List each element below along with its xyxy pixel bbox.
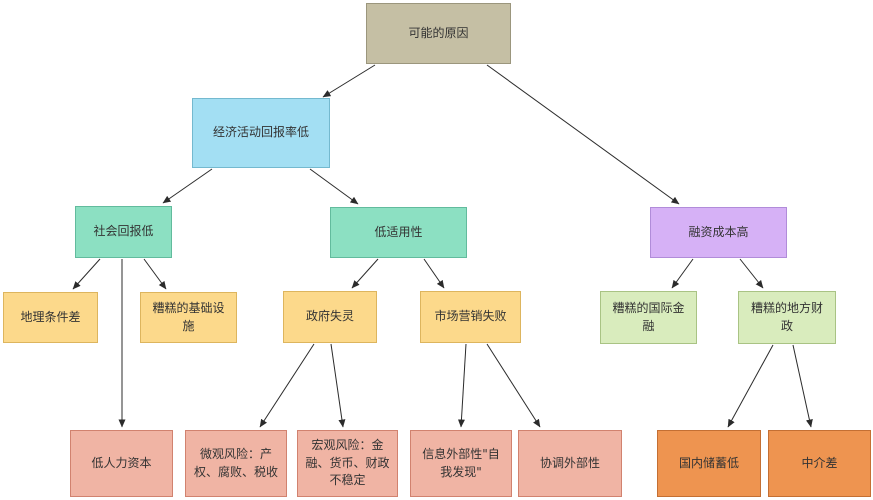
node-infra: 糟糕的基础设施 [140, 292, 237, 343]
edge-localfin-savings [727, 344, 774, 428]
edge-finance-intfin [671, 258, 694, 289]
node-localfin: 糟糕的地方财政 [738, 291, 836, 344]
node-gov: 政府失灵 [283, 291, 377, 343]
node-geo: 地理条件差 [3, 292, 98, 343]
edge-social-geo [72, 258, 101, 290]
edge-social-infra [143, 258, 167, 290]
node-microrisk: 微观风险：产权、腐败、税收 [185, 430, 287, 497]
node-coordext: 协调外部性 [518, 430, 622, 497]
edge-lowapp-gov [351, 258, 379, 289]
node-humancap: 低人力资本 [70, 430, 173, 497]
edge-finance-localfin [739, 258, 764, 289]
node-lowapp: 低适用性 [330, 207, 467, 258]
node-intermediary: 中介差 [768, 430, 871, 497]
edge-lowapp-marketing [423, 258, 445, 289]
edge-marketing-coordext [486, 343, 541, 428]
edge-econ-social [162, 168, 213, 204]
node-finance: 融资成本高 [650, 207, 787, 258]
node-intfin: 糟糕的国际金融 [600, 291, 697, 344]
edge-root-econ [322, 64, 376, 98]
node-savings: 国内储蓄低 [657, 430, 761, 497]
edge-gov-macrorisk [330, 343, 346, 428]
edge-gov-microrisk [259, 343, 315, 428]
node-social: 社会回报低 [75, 206, 172, 258]
edge-localfin-intermediary [792, 344, 813, 428]
edge-econ-lowapp [309, 168, 359, 205]
node-root: 可能的原因 [366, 3, 511, 64]
node-marketing: 市场营销失败 [420, 291, 521, 343]
node-macrorisk: 宏观风险：金融、货币、财政不稳定 [297, 430, 398, 497]
node-infoext: 信息外部性"自我发现" [410, 430, 512, 497]
edge-root-finance [486, 64, 680, 205]
edge-marketing-infoext [457, 343, 467, 428]
node-econ: 经济活动回报率低 [192, 98, 330, 168]
